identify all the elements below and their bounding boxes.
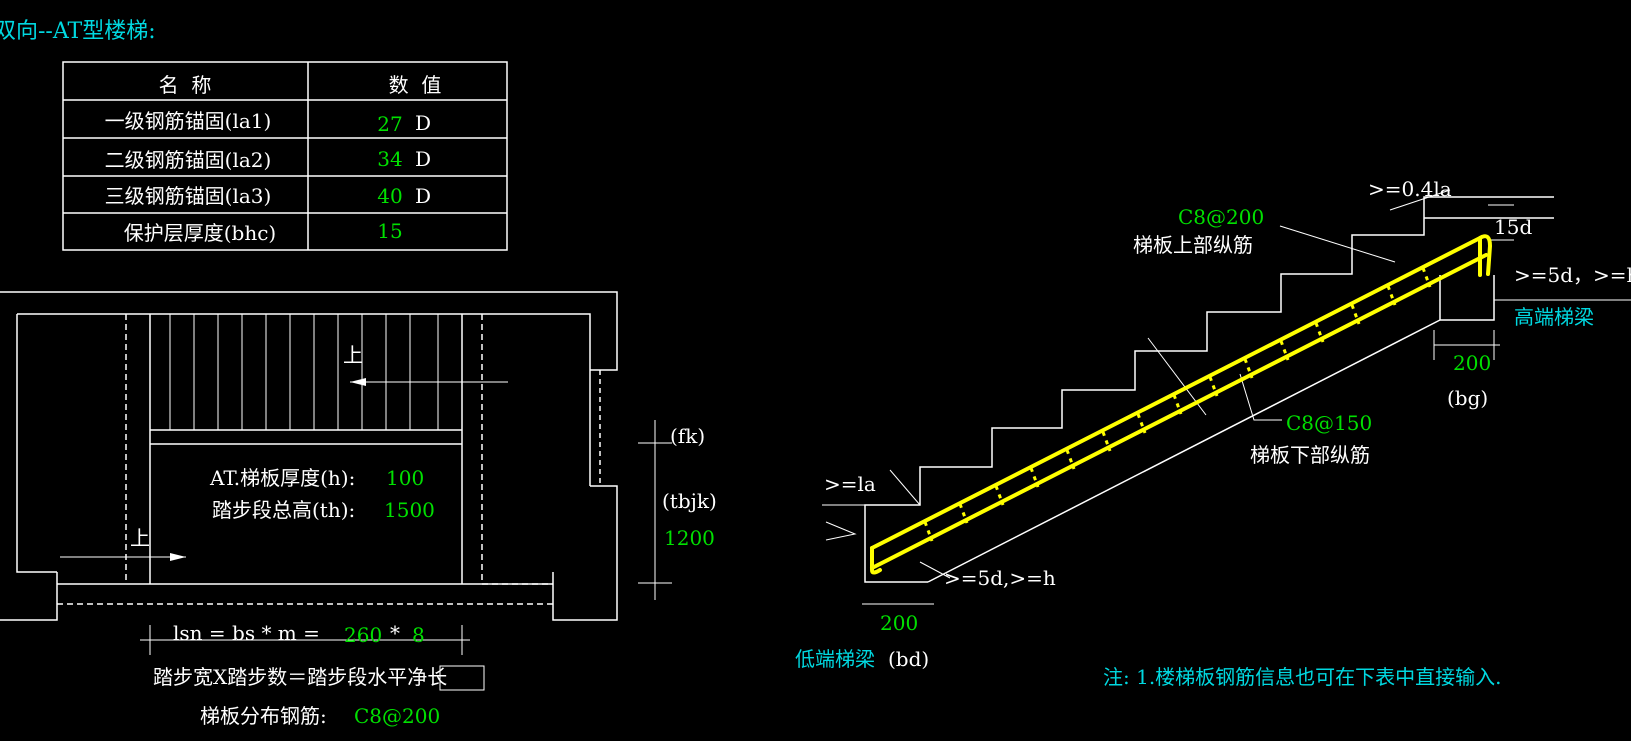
bottom-rebar-spec[interactable]: C8@150 xyxy=(1286,411,1372,435)
rebar-ties xyxy=(923,267,1432,542)
parameter-table xyxy=(62,61,508,251)
lsn-caption: 踏步宽X踏步数＝踏步段水平净长 xyxy=(153,665,447,689)
top-rebar-label: 梯板上部纵筋 xyxy=(1133,233,1253,257)
times-sign: * xyxy=(390,621,400,645)
hook-15d-label: 15d xyxy=(1494,215,1532,239)
tread-width-value[interactable]: 260 xyxy=(344,623,382,647)
bottom-rebar-label: 梯板下部纵筋 xyxy=(1250,443,1370,467)
flight-width-value[interactable]: 1200 xyxy=(664,526,715,550)
top-anchor-label: >=0.4la xyxy=(1368,177,1452,201)
step-count-value[interactable]: 8 xyxy=(412,623,425,647)
fk-label: (fk) xyxy=(670,424,705,448)
bg-label: (bg) xyxy=(1447,386,1488,410)
table-row-value[interactable]: 40 xyxy=(377,184,402,208)
up-arrow-label: 上 xyxy=(343,343,363,367)
low-end-min-label: >=5d,>=h xyxy=(944,566,1056,590)
table-row-name: 二级钢筋锚固(la2) xyxy=(105,148,272,172)
table-row-unit: D xyxy=(415,147,431,171)
high-end-min-label: >=5d，>=h xyxy=(1514,263,1631,287)
table-header-value: 数 值 xyxy=(389,73,442,97)
rebar-lines xyxy=(870,234,1493,575)
low-beam-label: 低端梯梁 xyxy=(795,647,875,671)
high-beam-label: 高端梯梁 xyxy=(1514,305,1594,329)
bd-label: (bd) xyxy=(888,647,929,671)
lsn-formula-label: lsn = bs * m = xyxy=(173,621,320,645)
distribution-rebar-label: 梯板分布钢筋: xyxy=(200,704,327,728)
slab-thickness-label: AT.梯板厚度(h): xyxy=(209,466,355,490)
stair-section-view xyxy=(822,189,1631,605)
slab-thickness-value[interactable]: 100 xyxy=(386,466,424,490)
table-row-name: 一级钢筋锚固(la1) xyxy=(105,109,272,133)
table-row-value[interactable]: 34 xyxy=(377,147,402,171)
distribution-rebar-value[interactable]: C8@200 xyxy=(354,704,440,728)
table-row-value[interactable]: 15 xyxy=(377,219,402,243)
table-row-name: 三级钢筋锚固(la3) xyxy=(105,184,272,208)
note-text: 注: 1.楼梯板钢筋信息也可在下表中直接输入. xyxy=(1103,665,1502,689)
high-beam-width-value[interactable]: 200 xyxy=(1453,351,1491,375)
flight-height-label: 踏步段总高(th): xyxy=(212,498,355,522)
table-row-unit: D xyxy=(415,111,431,135)
table-row-unit: D xyxy=(415,184,431,208)
drawing-title: 双向--AT型楼梯: xyxy=(0,19,156,44)
low-beam-width-value[interactable]: 200 xyxy=(880,611,918,635)
table-row-value[interactable]: 27 xyxy=(377,112,402,136)
flight-height-value[interactable]: 1500 xyxy=(384,498,435,522)
stair-plan-view xyxy=(0,291,672,691)
tbjk-label: (tbjk) xyxy=(662,489,717,513)
up-arrow-label: 上 xyxy=(130,526,150,550)
top-rebar-spec[interactable]: C8@200 xyxy=(1178,205,1264,229)
table-header-name: 名 称 xyxy=(159,73,212,97)
low-anchor-label: >=la xyxy=(824,472,876,496)
table-row-name: 保护层厚度(bhc) xyxy=(124,221,277,245)
